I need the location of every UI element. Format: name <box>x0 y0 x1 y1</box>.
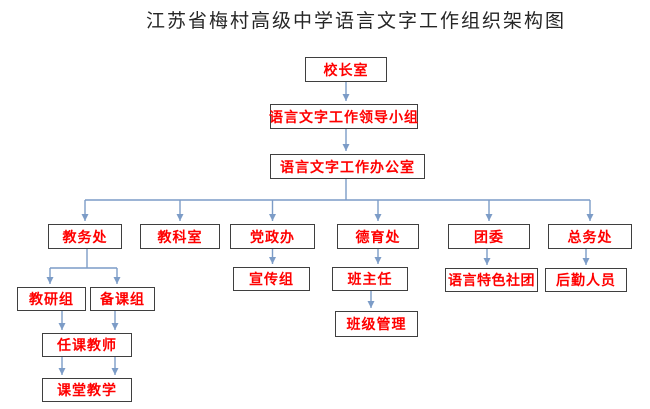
node-subject-teachers: 任课教师 <box>42 333 132 357</box>
chart-title: 江苏省梅村高级中学语言文字工作组织架构图 <box>145 11 566 32</box>
node-youth-league: 团委 <box>448 224 530 249</box>
node-academic-affairs: 教务处 <box>48 224 122 249</box>
node-logistics-staff: 后勤人员 <box>545 268 627 292</box>
node-publicity-group: 宣传组 <box>233 267 310 291</box>
node-language-clubs: 语言特色社团 <box>445 268 538 292</box>
node-teaching-research-group: 教研组 <box>17 287 86 311</box>
node-leading-group: 语言文字工作领导小组 <box>269 104 418 129</box>
node-office: 语言文字工作办公室 <box>270 154 425 179</box>
node-class-teachers: 班主任 <box>332 267 408 291</box>
node-party-admin: 党政办 <box>230 224 315 249</box>
node-moral-education: 德育处 <box>337 224 419 249</box>
node-general-affairs: 总务处 <box>548 224 632 249</box>
node-principal: 校长室 <box>305 57 387 82</box>
node-teaching-research-office: 教科室 <box>140 224 220 249</box>
node-class-management: 班级管理 <box>335 311 418 337</box>
node-classroom-teaching: 课堂教学 <box>42 378 132 402</box>
node-lesson-prep-group: 备课组 <box>90 287 155 311</box>
